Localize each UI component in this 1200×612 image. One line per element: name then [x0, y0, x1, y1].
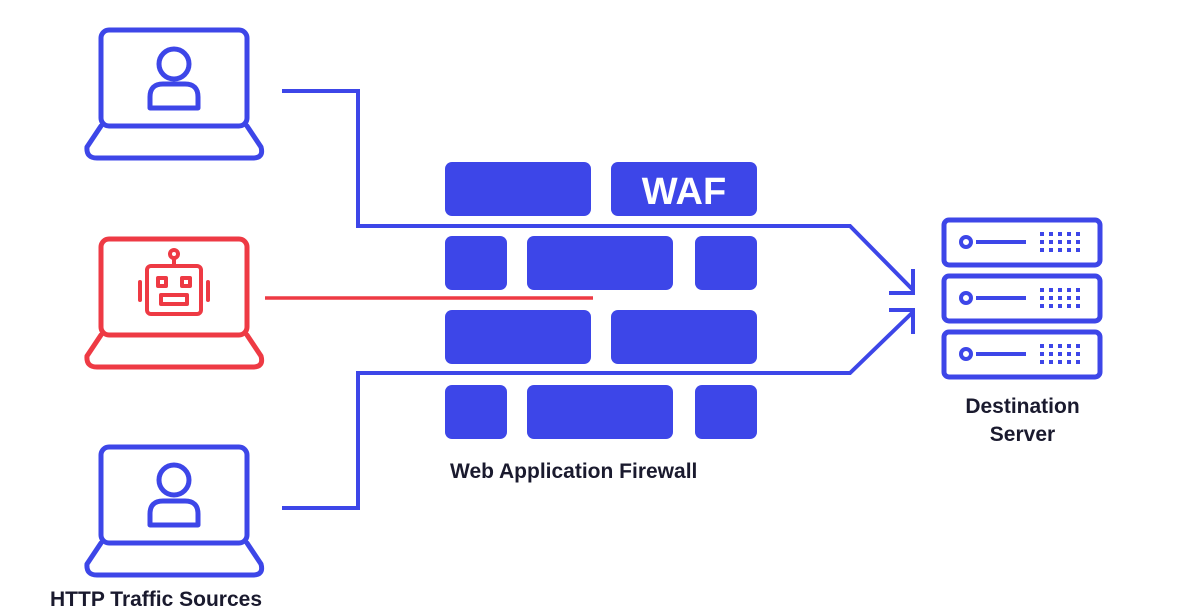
- server-vent-dot: [1058, 296, 1062, 300]
- firewall-brick: [611, 310, 757, 364]
- server-caption: Destination Server: [940, 393, 1105, 449]
- firewall-brick: [527, 385, 673, 439]
- server-vent-dot: [1058, 304, 1062, 308]
- server-vent-dot: [1076, 232, 1080, 236]
- firewall-brick: [695, 236, 757, 290]
- firewall-brick: [445, 162, 591, 216]
- server-vent-dot: [1076, 288, 1080, 292]
- server-vent-dot: [1076, 344, 1080, 348]
- server-caption-line1: Destination: [965, 395, 1080, 418]
- server-vent-dot: [1058, 240, 1062, 244]
- server-vent-dot: [1049, 240, 1053, 244]
- server-vent-dot: [1040, 304, 1044, 308]
- server-vent-dot: [1040, 240, 1044, 244]
- arrowhead-bottom: [889, 308, 915, 334]
- server-vent-dot: [1067, 304, 1071, 308]
- server-vent-dot: [1040, 248, 1044, 252]
- waf-badge: [611, 162, 757, 216]
- server-vent-dot: [1067, 360, 1071, 364]
- firewall-brick: [445, 385, 507, 439]
- server-vent-dot: [1049, 352, 1053, 356]
- server-vent-dot: [1040, 352, 1044, 356]
- server-vent-dot: [1049, 288, 1053, 292]
- clients-caption: HTTP Traffic Sources: [50, 588, 263, 611]
- server-vent-dot: [1067, 232, 1071, 236]
- firewall-brick: [695, 385, 757, 439]
- server-vent-dot: [1067, 344, 1071, 348]
- firewall-brick: [445, 236, 507, 290]
- server-vent-dots: [1040, 232, 1080, 364]
- server-vent-dot: [1076, 360, 1080, 364]
- server-vent-dot: [1040, 296, 1044, 300]
- server-vent-dot: [1076, 240, 1080, 244]
- waf-badge-text: WAF: [642, 171, 726, 213]
- waf-caption: Web Application Firewall: [450, 460, 698, 483]
- server-vent-dot: [1067, 248, 1071, 252]
- server-vent-dot: [1058, 248, 1062, 252]
- server-vent-dot: [1040, 288, 1044, 292]
- server-vent-dot: [1040, 344, 1044, 348]
- server-vent-dot: [1049, 232, 1053, 236]
- server-vent-dot: [1067, 288, 1071, 292]
- server-icon: [941, 217, 1103, 380]
- robot-icon: [138, 248, 210, 316]
- server-vent-dot: [1067, 352, 1071, 356]
- server-vent-dot: [1058, 288, 1062, 292]
- laptop-user-top: [84, 27, 265, 161]
- server-caption-line2: Server: [989, 423, 1056, 446]
- laptop-user-bottom: [84, 444, 265, 578]
- server-vent-dot: [1049, 360, 1053, 364]
- server-vent-dot: [1040, 232, 1044, 236]
- server-vent-dot: [1076, 352, 1080, 356]
- laptop-bot-middle: [84, 236, 265, 370]
- person-icon: [147, 462, 201, 528]
- server-vent-dot: [1058, 232, 1062, 236]
- server-vent-dot: [1049, 344, 1053, 348]
- server-vent-dot: [1076, 296, 1080, 300]
- server-vent-dot: [1040, 360, 1044, 364]
- server-vent-dot: [1049, 296, 1053, 300]
- server-vent-dot: [1058, 344, 1062, 348]
- traffic-path-bottom: [282, 310, 915, 510]
- server-vent-dot: [1049, 248, 1053, 252]
- firewall-brick: [445, 310, 591, 364]
- server-vent-dot: [1058, 352, 1062, 356]
- arrowhead-top: [889, 269, 915, 295]
- server-vent-dot: [1076, 304, 1080, 308]
- server-vent-dot: [1067, 240, 1071, 244]
- server-vent-dot: [1076, 248, 1080, 252]
- traffic-path-top: [282, 89, 915, 292]
- firewall-brick: [527, 236, 673, 290]
- server-vent-dot: [1067, 296, 1071, 300]
- server-vent-dot: [1049, 304, 1053, 308]
- server-vent-dot: [1058, 360, 1062, 364]
- person-icon: [147, 46, 201, 111]
- firewall-icon: [445, 162, 757, 439]
